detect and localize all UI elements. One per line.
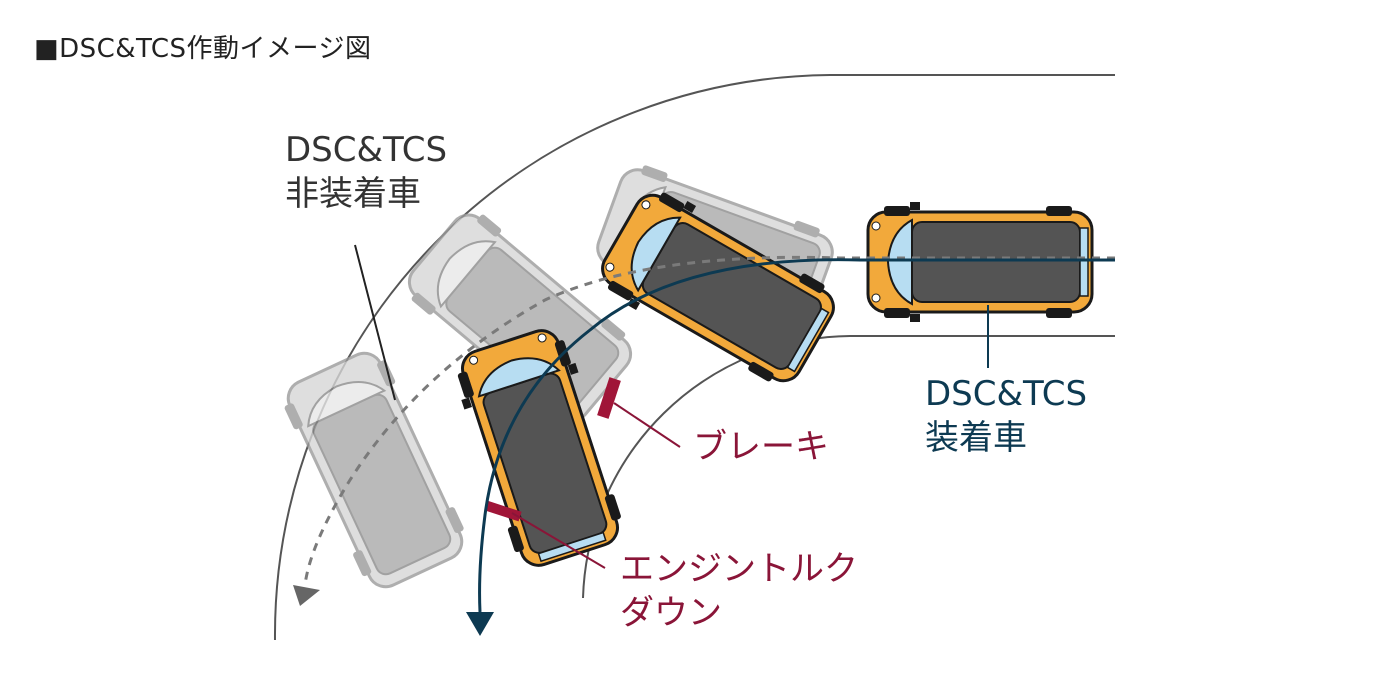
ghost-car-3 xyxy=(275,343,475,597)
brake-highlight xyxy=(597,377,621,419)
label-brake-text: ブレーキ xyxy=(693,427,829,467)
label-without-dsc-line1: DSC&TCS xyxy=(285,130,448,170)
leader-torque xyxy=(511,512,606,569)
leader-brake xyxy=(613,402,681,448)
label-with-dsc-line2: 装着車 xyxy=(925,418,1027,458)
label-torque-line2: ダウン xyxy=(620,593,722,633)
leader-without xyxy=(354,244,396,401)
path-without-dsc-arrow xyxy=(293,585,320,606)
path-without-dsc xyxy=(303,255,1115,586)
label-engine-torque-down: エンジントルク ダウン xyxy=(620,547,858,635)
path-with-dsc-arrow xyxy=(466,612,494,636)
label-torque-line1: エンジントルク xyxy=(620,549,858,589)
label-without-dsc-line2: 非装着車 xyxy=(285,174,421,214)
path-with-dsc xyxy=(478,258,1115,613)
label-with-dsc-line1: DSC&TCS xyxy=(925,374,1088,414)
label-brake: ブレーキ xyxy=(693,425,829,469)
label-with-dsc: DSC&TCS 装着車 xyxy=(925,372,1087,460)
engine-torque-highlight xyxy=(484,500,522,522)
label-without-dsc: DSC&TCS 非装着車 xyxy=(285,128,447,216)
page-title: ■DSC&TCS作動イメージ図 xyxy=(34,34,372,64)
orange-car-1 xyxy=(866,200,1094,324)
